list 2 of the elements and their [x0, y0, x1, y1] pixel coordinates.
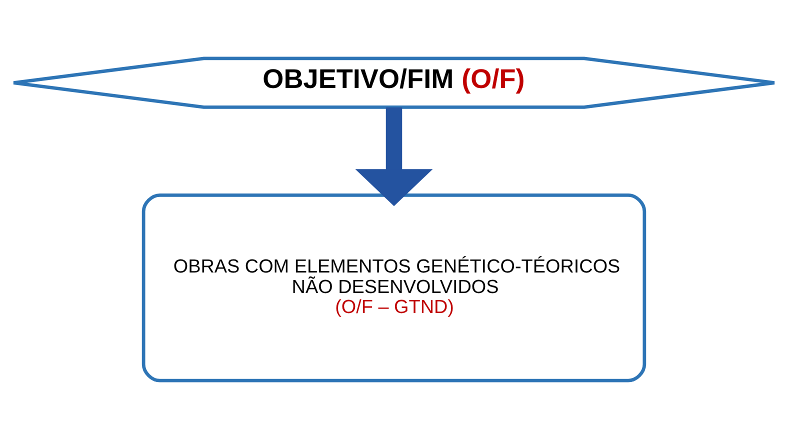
node-box: OBRAS COM ELEMENTOS GENÉTICO-TÉORICOS NÃO DESENVOLVIDOS (O/F – GTND): [142, 192, 646, 382]
arrow: [355, 106, 433, 206]
